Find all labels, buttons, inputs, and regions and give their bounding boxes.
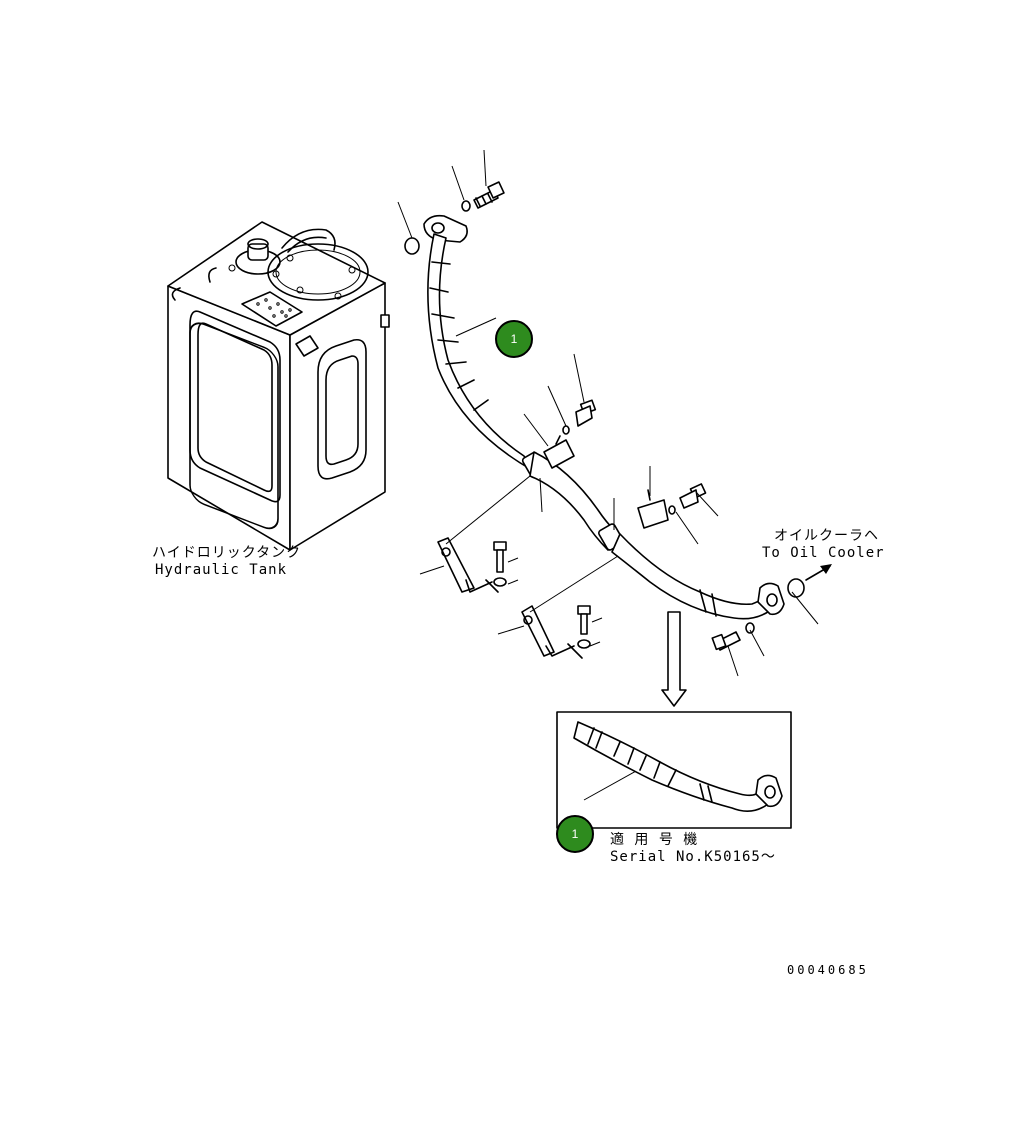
callout-part-1-inset[interactable]: 1 bbox=[556, 815, 594, 853]
callout-part-1[interactable]: 1 bbox=[495, 320, 533, 358]
destination-label-jp: オイルクーラヘ bbox=[774, 528, 879, 544]
callout-number: 1 bbox=[510, 332, 518, 346]
hose-assembly bbox=[423, 214, 785, 620]
mounting-brackets bbox=[437, 537, 591, 659]
oil-cooler-arrow bbox=[805, 564, 832, 581]
tank-label-jp: ハイドロリックタンク bbox=[152, 545, 302, 561]
callout-number: 1 bbox=[571, 827, 579, 841]
drawing-number: 00040685 bbox=[787, 963, 869, 977]
leader-lines bbox=[397, 149, 819, 801]
view-arrow bbox=[661, 611, 687, 707]
fasteners bbox=[404, 181, 805, 651]
destination-label-en: To Oil Cooler bbox=[762, 545, 885, 561]
hydraulic-tank bbox=[167, 221, 390, 551]
tank-label-en: Hydraulic Tank bbox=[155, 562, 288, 578]
serial-label-en: Serial No.K50165～ bbox=[610, 849, 776, 865]
serial-label-jp: 適 用 号 機 bbox=[610, 832, 699, 848]
detail-inset bbox=[556, 711, 792, 829]
